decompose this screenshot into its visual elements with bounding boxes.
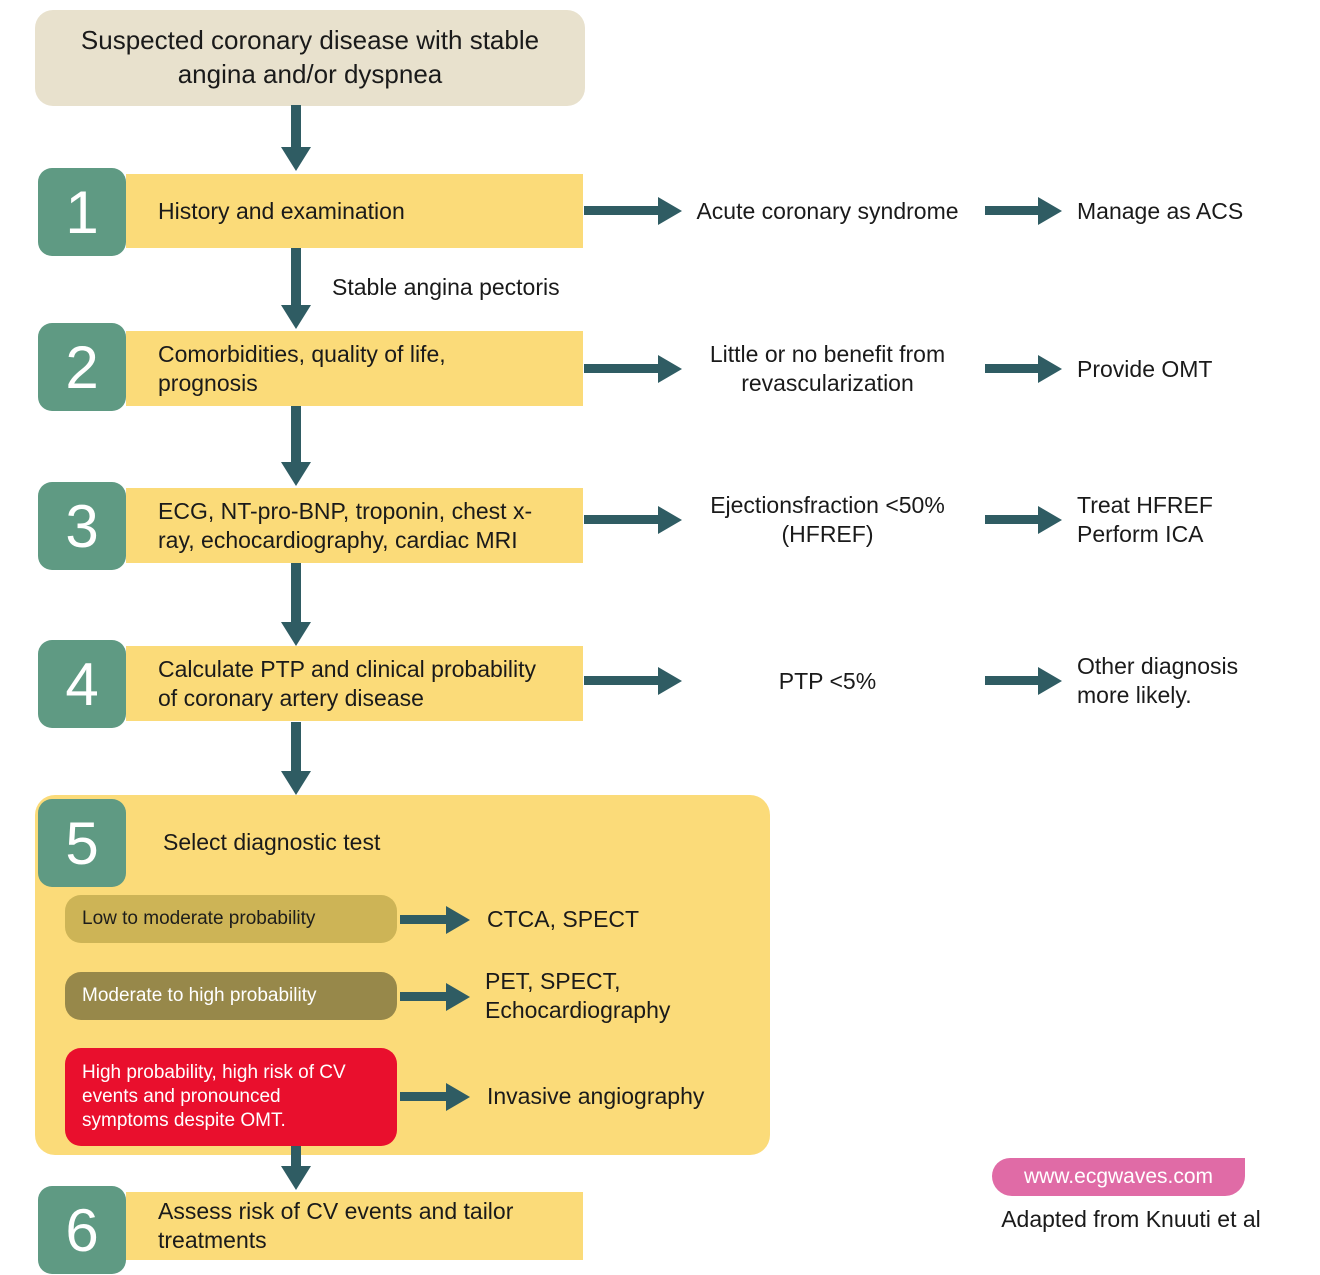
step-2-box: Comorbidities, quality of life, prognosi… [126,331,583,406]
branch-low-moderate: Low to moderate probability [65,895,397,943]
step-5-title: Select diagnostic test [163,829,381,855]
step-3-condition: Ejectionsfraction <50% (HFREF) [710,492,945,547]
step-1-number: 1 [38,168,126,256]
step-2-number: 2 [38,323,126,411]
credit-text: Adapted from Knuuti et al [1001,1206,1261,1232]
step-4-action: Other diagnosis more likely. [1077,653,1239,708]
start-node: Suspected coronary disease with stable a… [35,10,585,106]
tests-low-moderate: CTCA, SPECT [487,905,640,932]
arrow-right-icon [584,364,658,373]
arrow-right-icon [400,992,446,1001]
branch-moderate-high: Moderate to high probability [65,972,397,1020]
step-3-action: Treat HFREF Perform ICA [1077,492,1213,547]
step-6-box: Assess risk of CV events and tailor trea… [126,1192,583,1260]
arrow-right-icon [985,206,1038,215]
arrow-right-icon [584,515,658,524]
edge-label-stable-angina: Stable angina pectoris [332,274,560,300]
arrow-down-icon [291,105,301,147]
branch-high-probability: High probability, high risk of CV events… [65,1048,397,1146]
arrow-down-icon [291,1146,301,1166]
arrow-down-icon [291,406,301,462]
step-4-number: 4 [38,640,126,728]
step-3-box: ECG, NT-pro-BNP, troponin, chest x- ray,… [126,488,583,563]
step-4-box: Calculate PTP and clinical probability o… [126,646,583,721]
tests-high-probability: Invasive angiography [487,1082,705,1109]
arrow-right-icon [985,676,1038,685]
step-5-number: 5 [38,799,126,887]
step-1-condition: Acute coronary syndrome [696,197,959,224]
arrow-right-icon [985,515,1038,524]
tests-moderate-high: PET, SPECT, Echocardiography [485,968,671,1023]
arrow-right-icon [400,1092,446,1101]
website-badge: www.ecgwaves.com [992,1158,1245,1196]
step-4-condition: PTP <5% [778,667,877,694]
step-3-number: 3 [38,482,126,570]
arrow-right-icon [584,206,658,215]
arrow-down-icon [291,563,301,622]
step-6-number: 6 [38,1186,126,1274]
arrow-right-icon [985,364,1038,373]
arrow-right-icon [584,676,658,685]
arrow-right-icon [400,915,446,924]
step-2-action: Provide OMT [1077,355,1213,382]
step-1-box: History and examination [126,174,583,248]
arrow-down-icon [291,248,301,305]
step-2-condition: Little or no benefit from revascularizat… [709,341,946,396]
step-1-action: Manage as ACS [1077,197,1244,224]
arrow-down-icon [291,722,301,771]
